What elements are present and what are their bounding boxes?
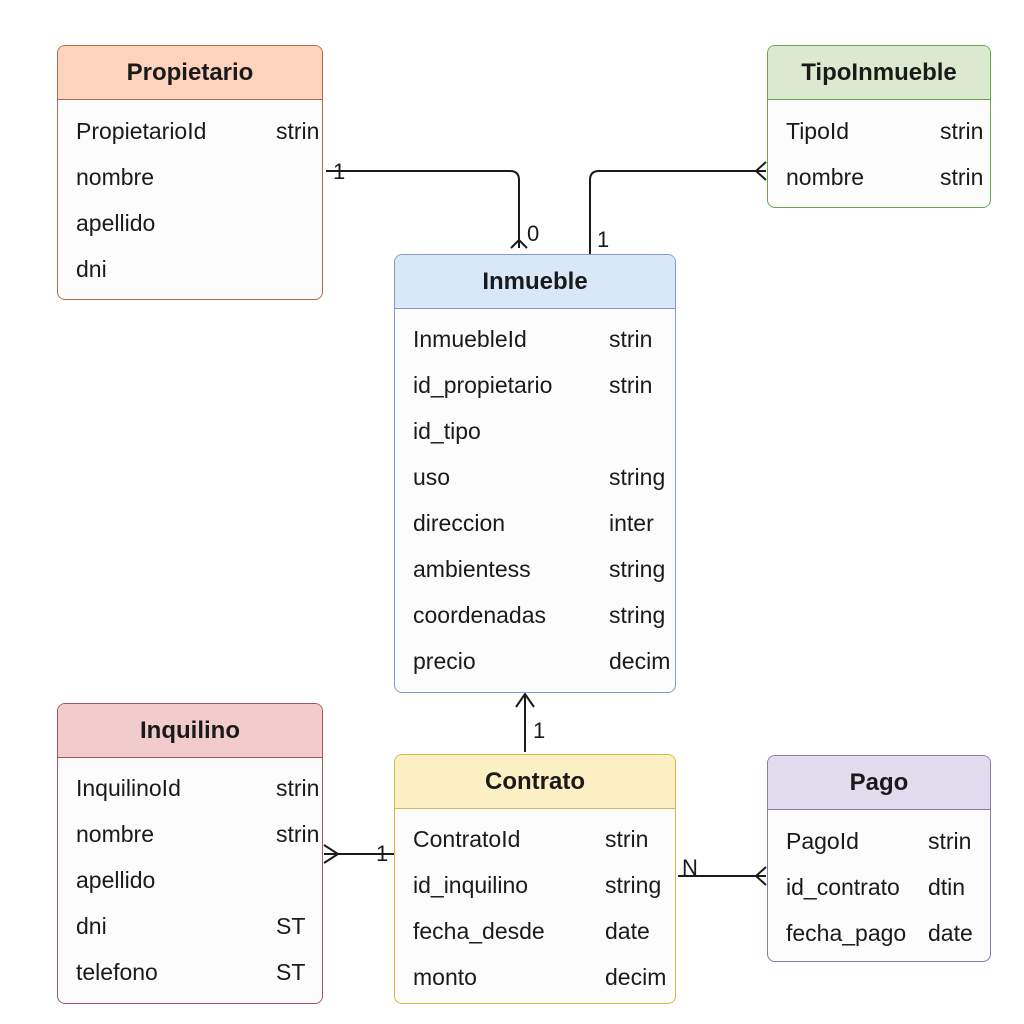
field-row: precio decim <box>413 638 671 684</box>
field-row: id_inquilino string <box>413 862 669 908</box>
field-type: string <box>609 602 666 628</box>
field-name: fecha_pago <box>786 920 907 946</box>
crowfoot-inmueble-top <box>510 238 528 249</box>
entity-title: Propietario <box>58 46 322 100</box>
field-row: nombre <box>76 154 316 200</box>
field-name: monto <box>413 964 477 990</box>
field-name: nombre <box>76 821 154 847</box>
field-row: fecha_desde date <box>413 908 669 954</box>
field-name: InmuebleId <box>413 326 527 352</box>
field-name: nombre <box>76 164 154 190</box>
arrow-inmueble-bottom <box>515 692 535 708</box>
crowfoot-tipo <box>754 161 767 181</box>
field-type: string <box>609 556 666 582</box>
field-row: apellido <box>76 200 316 246</box>
field-row: ambientess string <box>413 546 669 592</box>
cardinality-propietario: 1 <box>333 159 346 184</box>
field-type: strin <box>276 118 320 144</box>
field-type: decim <box>609 648 671 674</box>
field-row: PagoId strin <box>786 818 984 864</box>
field-name: dni <box>76 256 107 282</box>
field-row: dni <box>76 246 316 292</box>
field-type: strin <box>276 775 320 801</box>
field-name: apellido <box>76 210 156 236</box>
cardinality-contrato-inmueble: 1 <box>533 718 546 743</box>
field-type: strin <box>276 821 320 847</box>
entity-propietario[interactable]: Propietario PropietarioId strin nombre apel… <box>57 45 323 300</box>
field-row: apellido <box>76 857 316 903</box>
crowfoot-inquilino <box>323 844 340 864</box>
field-name: fecha_desde <box>413 918 545 944</box>
field-row: uso string <box>413 454 669 500</box>
field-row: TipoId strin <box>786 108 984 154</box>
rel-propietario-inmueble <box>326 170 520 248</box>
field-row: monto decim <box>413 954 669 1000</box>
field-name: ambientess <box>413 556 531 582</box>
field-type: ST <box>276 959 306 985</box>
field-row: id_propietario strin <box>413 362 669 408</box>
field-name: id_tipo <box>413 418 481 444</box>
field-row: id_tipo <box>413 408 669 454</box>
field-row: InmuebleId strin <box>413 316 669 362</box>
entity-pago[interactable]: Pago PagoId strin id_contrato dtin fecha_pag… <box>767 755 991 962</box>
field-name: PagoId <box>786 828 859 854</box>
entity-inquilino[interactable]: Inquilino InquilinoId strin nombre strin ape… <box>57 703 323 1004</box>
field-name: PropietarioId <box>76 118 207 144</box>
field-name: InquilinoId <box>76 775 181 801</box>
field-name: telefono <box>76 959 158 985</box>
field-type: inter <box>609 510 654 536</box>
field-row: InquilinoId strin <box>76 765 320 811</box>
field-name: direccion <box>413 510 506 536</box>
field-name: nombre <box>786 164 864 190</box>
field-name: TipoId <box>786 118 850 144</box>
rel-tipo-inmueble <box>589 170 766 254</box>
field-name: apellido <box>76 867 156 893</box>
cardinality-inmueble-tipo: 1 <box>597 227 610 252</box>
field-name: precio <box>413 648 476 674</box>
field-row: fecha_pago date <box>786 910 984 956</box>
field-name: coordenadas <box>413 602 546 628</box>
entity-title: Contrato <box>395 755 675 809</box>
field-row: PropietarioId strin <box>76 108 320 154</box>
entity-title: Inmueble <box>395 255 675 309</box>
cardinality-contrato-pago: N <box>682 855 698 880</box>
field-row: ContratoId strin <box>413 816 669 862</box>
entity-contrato[interactable]: Contrato ContratoId strin id_inquilino stri… <box>394 754 676 1004</box>
entity-title: Pago <box>768 756 990 810</box>
field-type: ST <box>276 913 306 939</box>
crowfoot-pago <box>754 866 767 886</box>
entity-title: TipoInmueble <box>768 46 990 100</box>
field-row: nombre strin <box>786 154 984 200</box>
field-type: dtin <box>928 874 966 900</box>
field-row: telefono ST <box>76 949 316 995</box>
field-name: id_contrato <box>786 874 900 900</box>
field-row: coordenadas string <box>413 592 669 638</box>
field-type: strin <box>609 326 653 352</box>
field-name: id_propietario <box>413 372 553 398</box>
field-type: strin <box>605 826 649 852</box>
field-row: dni ST <box>76 903 316 949</box>
field-type: decim <box>605 964 667 990</box>
field-type: strin <box>940 164 984 190</box>
field-type: date <box>605 918 650 944</box>
field-row: nombre strin <box>76 811 320 857</box>
field-type: string <box>609 464 666 490</box>
cardinality-contrato-inquilino: 1 <box>376 841 389 866</box>
field-name: dni <box>76 913 107 939</box>
field-name: ContratoId <box>413 826 521 852</box>
field-type: strin <box>940 118 984 144</box>
field-type: date <box>928 920 973 946</box>
field-type: strin <box>928 828 972 854</box>
cardinality-inmueble-propietario: 0 <box>527 221 540 246</box>
entity-tipoinmueble[interactable]: TipoInmueble TipoId strin nombre strin <box>767 45 991 208</box>
entity-title: Inquilino <box>58 704 322 758</box>
field-type: strin <box>609 372 653 398</box>
field-name: id_inquilino <box>413 872 529 898</box>
field-row: direccion inter <box>413 500 669 546</box>
field-row: id_contrato dtin <box>786 864 984 910</box>
field-type: string <box>605 872 662 898</box>
field-name: uso <box>413 464 451 490</box>
